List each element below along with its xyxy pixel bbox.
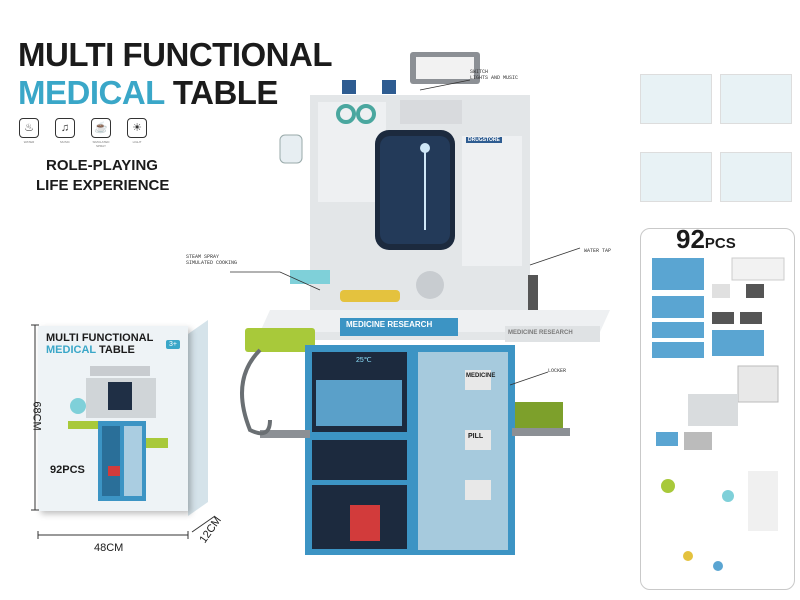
callout-locker: LOCKER bbox=[548, 368, 567, 374]
title-rest: TABLE bbox=[172, 74, 279, 111]
box-pieces: 92PCS bbox=[50, 464, 85, 476]
label-medicine: MEDICINE bbox=[466, 373, 496, 379]
callout-steam: STEAM SPRAY SIMULATED COOKING bbox=[186, 254, 238, 266]
label-temp: 25℃ bbox=[356, 357, 372, 364]
box-subtitle: MEDICAL TABLE bbox=[46, 344, 135, 356]
thumbnail-4 bbox=[720, 152, 792, 202]
box-title: MULTI FUNCTIONAL bbox=[46, 332, 154, 344]
music-icon: ♫ bbox=[55, 118, 75, 138]
water-icon: ♨ bbox=[19, 118, 39, 138]
page-subtitle: MEDICAL TABLE bbox=[18, 74, 278, 112]
box-illustration bbox=[68, 366, 168, 501]
feature-music: ♫ MUSIC bbox=[52, 118, 78, 144]
pieces-illustration bbox=[652, 257, 785, 571]
tagline: ROLE-PLAYING LIFE EXPERIENCE bbox=[36, 157, 170, 194]
age-badge: 3+ bbox=[166, 340, 180, 349]
feature-spray: ☕ SIMULATED SPRAY bbox=[88, 118, 114, 148]
title-accent: MEDICAL bbox=[18, 74, 165, 111]
callout-switch: SWITCH LIGHTS AND MUSIC bbox=[470, 69, 519, 81]
table-label-medicine-research: MEDICINE RESEARCH bbox=[346, 320, 433, 329]
feature-water: ♨ WATER bbox=[16, 118, 42, 144]
thumbnail-3 bbox=[640, 152, 712, 202]
table-label-medicine-research-side: MEDICINE RESEARCH bbox=[508, 330, 573, 336]
product-box: MULTI FUNCTIONAL MEDICAL TABLE 3+ 92PCS bbox=[38, 326, 188, 511]
thumbnail-2 bbox=[720, 74, 792, 124]
feature-icons: ♨ WATER ♫ MUSIC ☕ SIMULATED SPRAY ☀ LIGH… bbox=[12, 118, 162, 152]
page-title: MULTI FUNCTIONAL bbox=[18, 36, 333, 73]
label-drugstore: DRUGSTORE bbox=[466, 137, 502, 143]
thumbnail-1 bbox=[640, 74, 712, 124]
light-icon: ☀ bbox=[127, 118, 147, 138]
callout-water-tap: WATER TAP bbox=[584, 248, 612, 254]
dimension-lines bbox=[31, 324, 216, 539]
callout-lines bbox=[230, 79, 581, 386]
feature-light: ☀ LIGHT bbox=[124, 118, 150, 144]
cooking-icon: ☕ bbox=[91, 118, 111, 138]
dimension-width: 48CM bbox=[94, 542, 124, 554]
medical-table-illustration bbox=[240, 52, 610, 555]
label-pill: PILL bbox=[468, 433, 484, 440]
pieces-count: 92PCS bbox=[676, 224, 736, 254]
